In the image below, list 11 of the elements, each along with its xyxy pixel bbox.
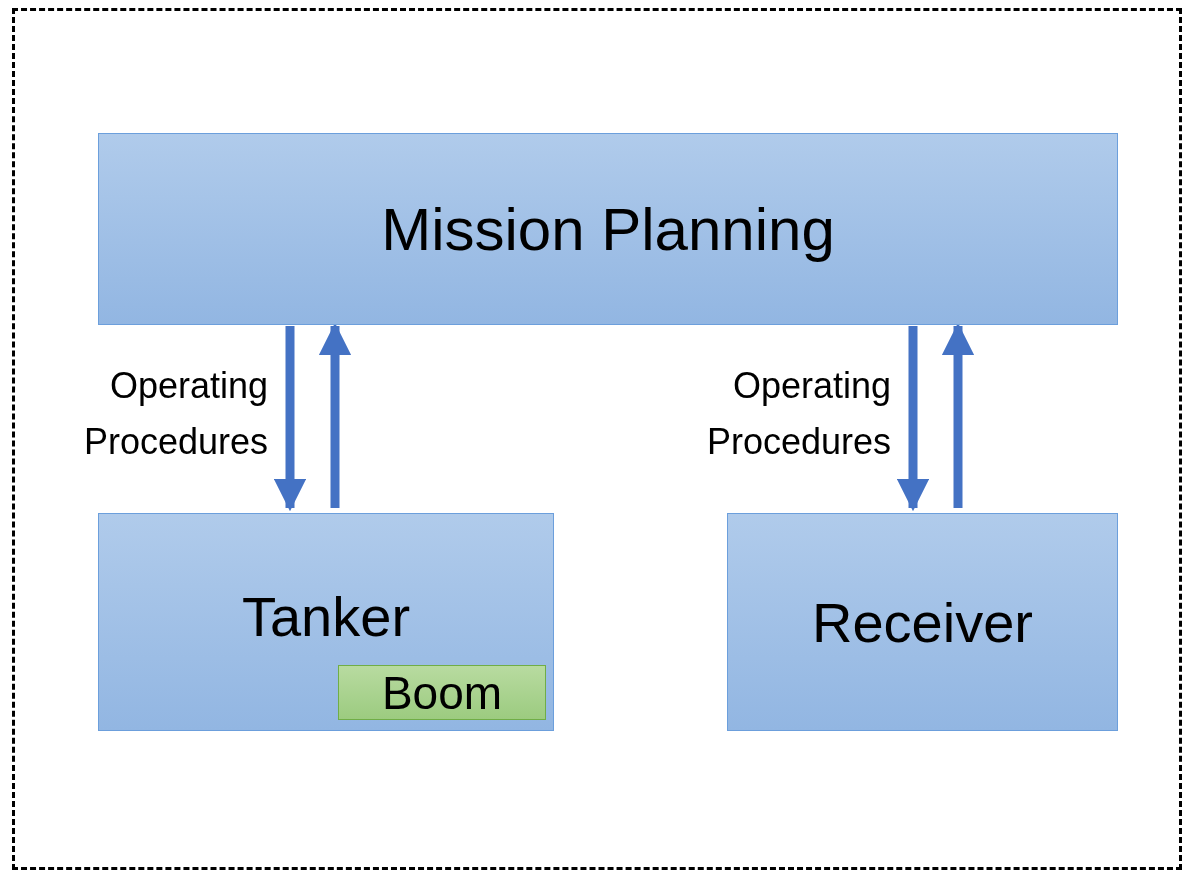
- node-label: Receiver: [812, 589, 1033, 655]
- node-label: Mission Planning: [381, 194, 835, 264]
- node-label: Tanker: [241, 584, 411, 649]
- arrow: [896, 326, 930, 512]
- node-label: Boom: [381, 665, 503, 720]
- process-box: [98, 513, 554, 731]
- process-box: [98, 133, 1118, 325]
- arrow: [273, 326, 307, 512]
- process-box: [727, 513, 1118, 731]
- dashed-boundary-box: [12, 8, 1182, 870]
- component-box: [338, 665, 546, 720]
